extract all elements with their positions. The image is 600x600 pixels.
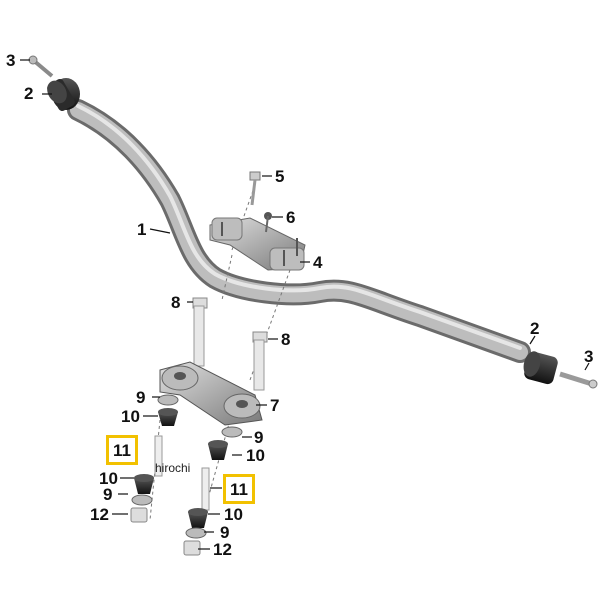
leader-lines xyxy=(20,59,590,550)
screw-6 xyxy=(264,212,272,233)
watermark-text: hirochi xyxy=(155,461,191,475)
callout-9: 9 xyxy=(220,523,230,542)
callout-11-right: 11 xyxy=(230,480,248,499)
callout-5: 5 xyxy=(275,167,285,186)
callout-9: 9 xyxy=(254,428,264,447)
callout-6: 6 xyxy=(286,208,296,227)
callout-11-left: 11 xyxy=(113,441,131,460)
highlight-box-11-right xyxy=(223,474,255,504)
callout-9: 9 xyxy=(136,388,146,407)
bolt-right xyxy=(559,371,598,389)
screw-5 xyxy=(249,171,261,206)
callout-9: 9 xyxy=(103,485,113,504)
right-mount-stack xyxy=(183,426,243,556)
callout-3-right: 3 xyxy=(584,347,594,366)
callout-1: 1 xyxy=(137,220,147,239)
callout-10: 10 xyxy=(99,469,118,488)
callout-10: 10 xyxy=(121,407,140,426)
callout-4: 4 xyxy=(313,253,323,272)
callout-8-right: 8 xyxy=(281,330,291,349)
callout-12: 12 xyxy=(90,505,109,524)
callout-8-left: 8 xyxy=(171,293,181,312)
bar-end-weight-right xyxy=(523,351,558,385)
callout-12: 12 xyxy=(213,540,232,559)
bolt-left xyxy=(28,55,54,78)
callout-10: 10 xyxy=(224,505,243,524)
callout-2-left: 2 xyxy=(24,84,34,103)
bolt-8-right xyxy=(252,331,268,391)
riser xyxy=(159,361,263,426)
highlight-box-11-left xyxy=(106,435,138,465)
bar-end-weight-left xyxy=(47,78,80,112)
handlebar xyxy=(67,99,531,363)
left-mount-stack xyxy=(130,394,179,523)
callout-3-left: 3 xyxy=(6,51,16,70)
callout-7: 7 xyxy=(270,396,280,415)
callout-10: 10 xyxy=(246,446,265,465)
bolt-8-left xyxy=(192,297,208,367)
upper-clamp xyxy=(209,217,306,271)
callout-2-right: 2 xyxy=(530,319,540,338)
